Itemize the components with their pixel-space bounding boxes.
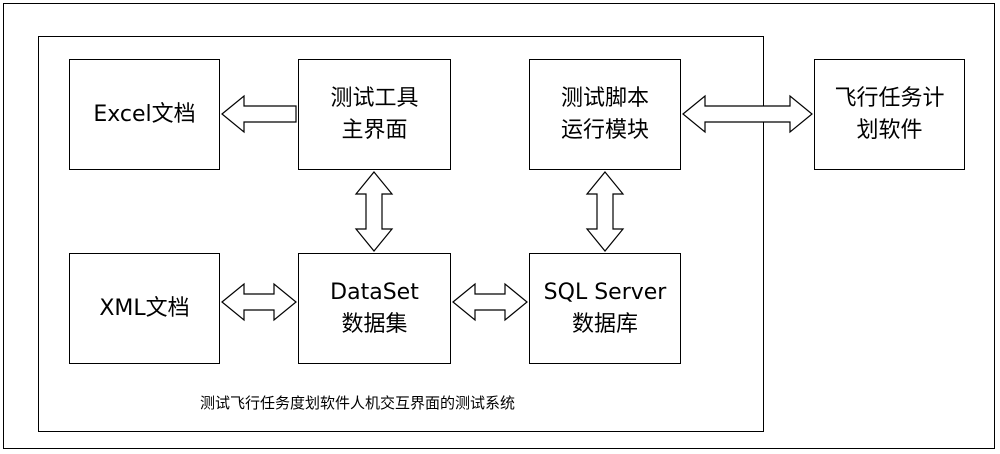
arrow-dataset-sql-bidirectional xyxy=(452,282,528,322)
arrow-xml-dataset-bidirectional xyxy=(221,282,297,322)
test-script-module-box: 测试脚本 运行模块 xyxy=(529,59,681,170)
system-caption: 测试飞行任务度划软件人机交互界面的测试系统 xyxy=(200,394,516,412)
excel-document-label: Excel文档 xyxy=(93,101,196,127)
sql-server-line1: SQL Server xyxy=(543,279,667,305)
flight-software-line2: 划软件 xyxy=(856,117,923,143)
excel-document-box: Excel文档 xyxy=(69,59,220,170)
test-tool-main-ui-box: 测试工具 主界面 xyxy=(298,59,451,170)
test-script-module-line1: 测试脚本 xyxy=(560,85,649,111)
test-system-boundary xyxy=(38,36,764,432)
test-script-module-line2: 运行模块 xyxy=(560,117,649,143)
outer-frame xyxy=(3,3,995,449)
arrow-script-flight-bidirectional xyxy=(682,94,813,134)
dataset-box: DataSet 数据集 xyxy=(298,253,451,364)
test-tool-main-ui-line1: 测试工具 xyxy=(330,85,419,111)
sql-server-line2: 数据库 xyxy=(571,311,638,337)
arrow-script-sql-bidirectional xyxy=(585,171,625,252)
xml-document-box: XML文档 xyxy=(69,253,220,364)
arrow-tool-dataset-bidirectional xyxy=(354,171,394,252)
xml-document-label: XML文档 xyxy=(99,295,190,321)
test-tool-main-ui-line2: 主界面 xyxy=(341,117,408,143)
flight-software-line1: 飞行任务计 xyxy=(834,85,945,111)
flight-mission-planning-software-box: 飞行任务计 划软件 xyxy=(814,59,965,170)
dataset-line1: DataSet xyxy=(330,279,419,305)
dataset-line2: 数据集 xyxy=(341,311,408,337)
arrow-tool-to-excel xyxy=(221,94,297,134)
sql-server-database-box: SQL Server 数据库 xyxy=(529,253,681,364)
